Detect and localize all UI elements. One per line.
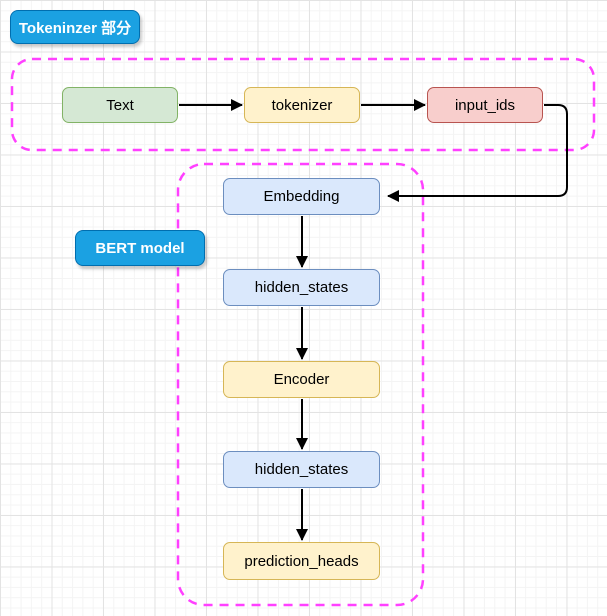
tokenizer-section-container[interactable] (10, 57, 596, 152)
node-prediction-heads[interactable]: prediction_heads (223, 542, 380, 580)
node-embedding-label: Embedding (263, 188, 340, 205)
arrow-inputids-to-embedding[interactable] (387, 104, 568, 202)
node-hidden-states-1-label: hidden_states (254, 279, 349, 296)
node-input-ids[interactable]: input_ids (427, 87, 543, 123)
node-encoder-label: Encoder (273, 371, 330, 388)
node-text[interactable]: Text (62, 87, 178, 123)
node-hidden-states-2-label: hidden_states (254, 461, 349, 478)
node-tokenizer-label: tokenizer (271, 96, 333, 114)
tokenizer-section-label[interactable]: Tokeninzer 部分 (10, 10, 140, 44)
node-tokenizer[interactable]: tokenizer (244, 87, 360, 123)
bert-model-section-container[interactable] (176, 162, 425, 607)
node-hidden-states-1[interactable]: hidden_states (223, 269, 380, 306)
node-encoder[interactable]: Encoder (223, 361, 380, 398)
node-hidden-states-2[interactable]: hidden_states (223, 451, 380, 488)
node-input-ids-label: input_ids (454, 96, 516, 114)
node-text-label: Text (106, 96, 134, 114)
node-embedding[interactable]: Embedding (223, 178, 380, 215)
bert-model-label[interactable]: BERT model (75, 230, 205, 266)
tokenizer-section-label-text: Tokeninzer 部分 (18, 19, 132, 37)
bert-model-label-text: BERT model (95, 239, 185, 257)
node-prediction-heads-label: prediction_heads (244, 552, 359, 570)
